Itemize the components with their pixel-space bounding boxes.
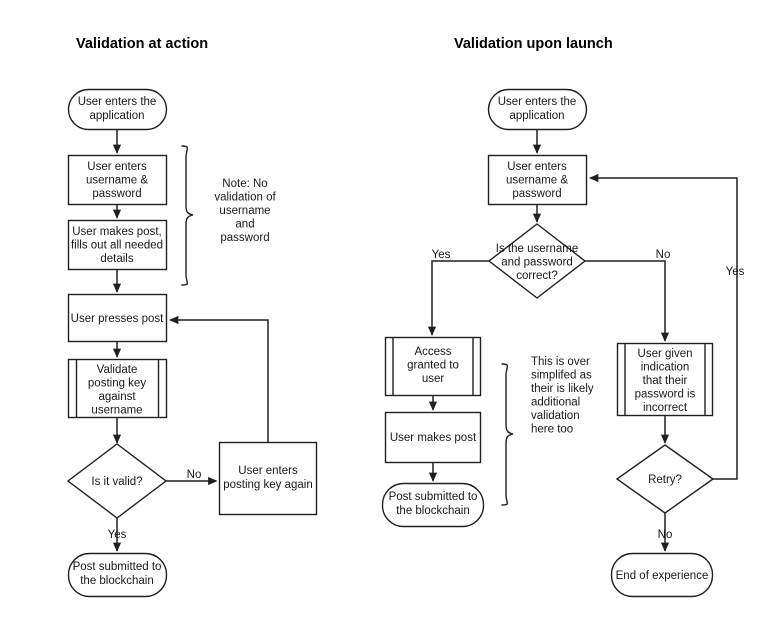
- left-panel-title: Validation at action: [76, 36, 208, 52]
- left-note-text: Note: No validation of username and pass…: [214, 178, 276, 244]
- node-left-press-post: User presses post: [67, 293, 168, 343]
- node-left-is-valid-label: Is it valid?: [91, 476, 142, 488]
- node-left-credentials-line-3: password: [92, 188, 141, 200]
- node-left-validate-key-line-2: posting key: [88, 378, 146, 390]
- edge-left-reenter-to-presspost: [169, 315, 269, 443]
- left-note-line-2: validation of: [214, 192, 276, 204]
- edge-right-iscorrect-no: [585, 260, 670, 342]
- right-note-line-3: their is likely: [531, 383, 594, 395]
- node-right-indication-line-3: that their: [643, 375, 688, 387]
- node-right-credentials-line-1: User enters: [507, 161, 567, 173]
- node-left-press-post-line-1: User presses post: [71, 313, 164, 325]
- node-left-validate-key: Validate posting key against username: [67, 358, 168, 419]
- right-note-line-6: here too: [531, 424, 573, 436]
- node-right-credentials: User enters username & password: [487, 154, 588, 206]
- node-right-access-granted-line-3: user: [422, 373, 445, 385]
- node-left-submitted-line-1: Post submitted to: [73, 561, 162, 573]
- node-right-make-post: User makes post: [384, 411, 482, 464]
- node-right-is-correct-line-1: Is the username: [496, 243, 578, 255]
- edge-label-right-correct-no: No: [656, 249, 671, 261]
- node-left-make-post-line-3: details: [100, 253, 133, 265]
- node-left-validate-key-line-1: Validate: [97, 364, 138, 376]
- left-note-line-3: username: [219, 205, 270, 217]
- node-left-reenter-key-line-1: User enters: [238, 465, 298, 477]
- node-right-submitted: Post submitted to the blockchain: [381, 482, 485, 528]
- edge-label-right-correct-yes: Yes: [432, 249, 451, 261]
- right-note-line-5: validation: [531, 410, 580, 422]
- node-right-indication-line-1: User given: [638, 348, 693, 360]
- node-left-validate-key-line-3: against: [98, 391, 136, 403]
- node-left-is-valid: Is it valid?: [66, 443, 168, 519]
- node-left-credentials-line-2: username &: [86, 175, 148, 187]
- node-left-make-post-line-2: fills out all needed: [71, 240, 163, 252]
- node-right-credentials-line-3: password: [512, 188, 561, 200]
- node-right-access-granted-line-2: granted to: [407, 360, 459, 372]
- node-left-make-post-line-1: User makes post,: [72, 226, 161, 238]
- edge-label-right-retry-no: No: [658, 529, 673, 541]
- node-right-indication-line-4: password is: [635, 389, 696, 401]
- node-left-start-line-1: User enters the: [78, 96, 157, 108]
- node-right-submitted-line-2: the blockchain: [396, 505, 470, 517]
- node-left-reenter-key: User enters posting key again: [218, 441, 318, 516]
- node-right-indication-line-5: incorrect: [643, 402, 688, 414]
- node-left-reenter-key-line-2: posting key again: [223, 479, 313, 491]
- node-left-make-post: User makes post, fills out all needed de…: [67, 219, 168, 271]
- right-note-line-1: This is over: [531, 356, 590, 368]
- right-note-text: This is over simplifed as their is likel…: [531, 356, 594, 436]
- node-right-indication-line-2: indication: [641, 362, 690, 374]
- node-left-start: User enters the application: [67, 88, 168, 131]
- node-right-start-line-1: User enters the: [498, 96, 577, 108]
- node-left-credentials-line-1: User enters: [87, 161, 147, 173]
- edge-right-retry-yes: [589, 173, 738, 480]
- edge-right-iscorrect-yes: [427, 260, 489, 336]
- right-note-line-4: additional: [531, 397, 580, 409]
- left-note-line-5: password: [220, 232, 269, 244]
- node-right-end-label: End of experience: [616, 570, 709, 582]
- node-right-retry: Retry?: [615, 444, 715, 514]
- node-right-make-post-line-1: User makes post: [390, 432, 477, 444]
- node-right-retry-label: Retry?: [648, 474, 682, 486]
- node-right-is-correct: Is the username and password correct?: [487, 223, 587, 299]
- left-note-line-1: Note: No: [222, 178, 267, 190]
- node-right-credentials-line-2: username &: [506, 175, 568, 187]
- node-left-validate-key-line-4: username: [91, 405, 142, 417]
- node-right-submitted-line-1: Post submitted to: [389, 491, 478, 503]
- node-right-start-line-2: application: [510, 110, 565, 122]
- left-note-line-4: and: [235, 219, 254, 231]
- edge-label-right-retry-yes: Yes: [726, 266, 745, 278]
- node-right-is-correct-line-2: and password: [501, 257, 573, 269]
- node-right-access-granted: Access granted to user: [384, 336, 482, 397]
- right-panel-title: Validation upon launch: [454, 36, 613, 52]
- node-right-indication: User given indication that their passwor…: [616, 342, 714, 417]
- node-right-start: User enters the application: [487, 88, 588, 131]
- edge-label-left-valid-no: No: [187, 469, 202, 481]
- node-left-submitted-line-2: the blockchain: [80, 575, 154, 587]
- node-left-start-line-2: application: [90, 110, 145, 122]
- right-note-line-2: simplifed as: [531, 370, 592, 382]
- node-right-access-granted-line-1: Access: [414, 346, 451, 358]
- edge-label-left-valid-yes: Yes: [108, 529, 127, 541]
- left-note-brace: [181, 145, 194, 286]
- node-left-submitted: Post submitted to the blockchain: [67, 552, 168, 598]
- node-right-end: End of experience: [610, 552, 714, 598]
- node-right-is-correct-line-3: correct?: [516, 270, 558, 282]
- right-note-brace: [501, 363, 514, 506]
- node-left-credentials: User enters username & password: [67, 154, 168, 206]
